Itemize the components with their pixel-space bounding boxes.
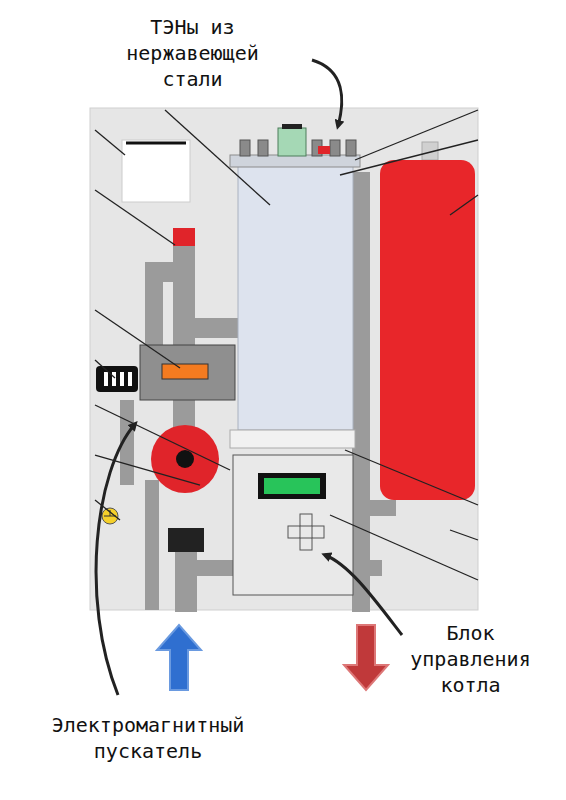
tank-band [230, 430, 355, 448]
pump [151, 425, 219, 493]
expansion-tank [380, 160, 475, 500]
thermostat [278, 128, 306, 156]
heater-tank [238, 165, 353, 430]
pipe-fitting [168, 528, 204, 552]
outlet-arrow [344, 625, 388, 690]
heater-flange [230, 155, 360, 167]
leader-lines [95, 110, 478, 580]
contactor [140, 345, 235, 400]
callout-label: Электромагнитный пускатель [18, 712, 278, 764]
boiler-housing [90, 108, 478, 610]
callout-arrows [96, 60, 402, 695]
terminal-box [122, 140, 190, 202]
callout-label: Блок управления котла [383, 620, 558, 698]
callout-label: ТЭНы из нержавеющей стали [105, 14, 280, 92]
terminal-block [96, 366, 138, 392]
inlet-arrow [157, 625, 201, 690]
air-vent-cap [173, 228, 195, 246]
control-unit [233, 455, 353, 595]
